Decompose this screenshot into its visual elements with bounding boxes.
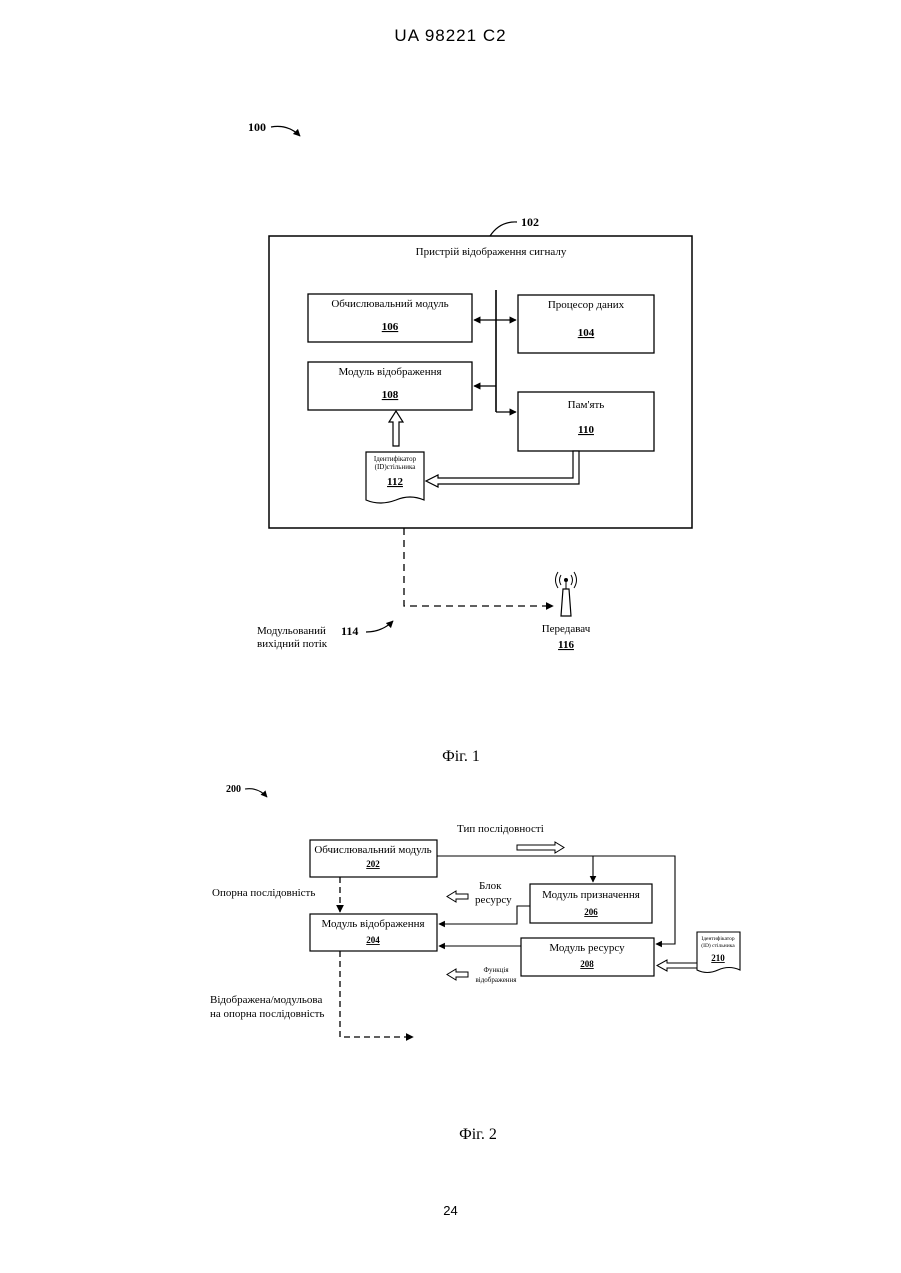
cell-id-112-line1: Ідентифікатор xyxy=(374,455,417,463)
reference-sequence-label: Опорна послідовність xyxy=(212,887,315,899)
data-processor-104-ref: 104 xyxy=(578,327,595,339)
modulated-stream-ref: 114 xyxy=(341,624,358,638)
antenna-icon xyxy=(556,572,577,616)
cell-id-210-hollow-arrow xyxy=(657,960,697,971)
mapping-module-108-ref: 108 xyxy=(382,389,399,401)
memory-to-cell-id-hollow-arrow xyxy=(426,451,579,487)
device-title: Пристрій відображення сигналу xyxy=(416,246,567,258)
assign-to-mapping-line xyxy=(439,906,530,924)
cell-id-112-ref: 112 xyxy=(387,476,403,488)
fig1-device-ref: 102 xyxy=(521,215,539,229)
resource-module-208-ref: 208 xyxy=(580,959,594,969)
fig2-caption: Фіг. 2 xyxy=(459,1126,497,1143)
cell-id-210-line1: Ідентифікатор xyxy=(701,935,734,942)
sequence-type-hollow-arrow xyxy=(517,842,564,853)
cell-id-210-ref: 210 xyxy=(711,953,725,963)
mapping-function-hollow-arrow xyxy=(447,969,468,980)
data-processor-104-label: Процесор даних xyxy=(548,299,625,311)
compute-module-202-ref: 202 xyxy=(366,859,380,869)
page-number: 24 xyxy=(0,1203,901,1218)
resource-module-208-label: Модуль ресурсу xyxy=(549,942,625,954)
cell-id-to-mapping-hollow-arrow xyxy=(389,411,403,446)
memory-110-label: Пам'ять xyxy=(568,399,605,411)
cell-id-210-line2: (ID) стільника xyxy=(701,942,735,949)
mapping-function-line1: Функція xyxy=(483,966,509,974)
resource-block-line1: Блок xyxy=(479,880,502,892)
resource-block-line2: ресурсу xyxy=(475,894,512,906)
modulated-stream-ref-leader xyxy=(366,621,393,632)
figure-2: 200 Обчислювальний модуль 202 Модуль від… xyxy=(210,784,740,1143)
sequence-type-label: Тип послідовності xyxy=(457,823,544,835)
mapping-module-204-label: Модуль відображення xyxy=(321,918,424,930)
mapping-function-line2: відображення xyxy=(475,976,517,984)
assign-module-206-label: Модуль призначення xyxy=(542,889,640,901)
memory-110-ref: 110 xyxy=(578,424,594,436)
fig1-system-ref: 100 xyxy=(248,120,266,134)
fig1-caption: Фіг. 1 xyxy=(442,748,480,765)
mapping-module-204-ref: 204 xyxy=(366,935,380,945)
mapped-output-dashed-arrow xyxy=(340,951,413,1037)
assign-module-206-ref: 206 xyxy=(584,907,598,917)
figure-1: 100 102 Пристрій відображення сигналу Об… xyxy=(248,120,692,765)
cell-id-112-line2: (ID)стільника xyxy=(375,463,417,471)
compute-module-202-label: Обчислювальний модуль xyxy=(314,844,431,856)
transmitter-ref: 116 xyxy=(558,639,574,651)
mapped-output-line1: Відображена/модульова xyxy=(210,994,322,1006)
fig1-system-ref-leader xyxy=(271,126,300,136)
modulated-output-stream-line xyxy=(404,528,553,606)
resource-block-hollow-arrow xyxy=(447,891,468,902)
mapped-output-line2: на опорна послідовність xyxy=(210,1008,324,1020)
modulated-stream-line2: вихідний потік xyxy=(257,638,328,650)
fig1-device-ref-leader xyxy=(490,222,517,236)
compute-module-106-ref: 106 xyxy=(382,321,399,333)
transmitter-label: Передавач xyxy=(542,623,591,635)
compute-module-106-label: Обчислювальний модуль xyxy=(331,298,448,310)
modulated-stream-line1: Модульований xyxy=(257,625,326,637)
fig2-system-ref-leader xyxy=(245,789,267,797)
mapping-module-108-label: Модуль відображення xyxy=(338,366,441,378)
fig2-system-ref: 200 xyxy=(226,784,241,795)
